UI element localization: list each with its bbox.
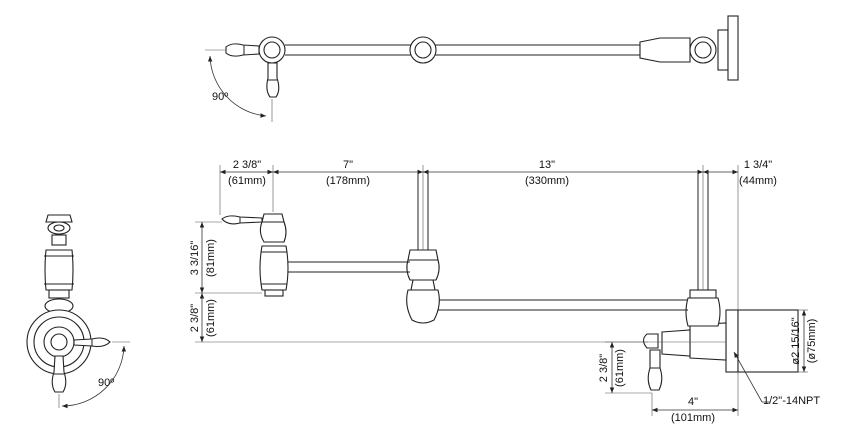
- dim-h-in: 4": [688, 396, 698, 408]
- dim-i-in: ø2 15/16": [790, 317, 802, 364]
- top-view: 90º: [205, 15, 739, 122]
- side-angle-label: 90º: [98, 377, 114, 389]
- top-angle-label: 90º: [212, 91, 228, 103]
- dim-e-mm: (81mm): [205, 239, 217, 277]
- dim-g-in: 2 3/8": [598, 354, 610, 382]
- dim-c-in: 13": [539, 159, 555, 171]
- top-joint-left: [258, 36, 286, 64]
- dim-h-mm: (101mm): [671, 412, 715, 424]
- front-elevation: 2 3/8" (61mm) 7" (178mm) 13" (330mm) 1 3…: [189, 159, 820, 424]
- dim-g-mm: (61mm): [614, 349, 626, 387]
- dim-d-in: 1 3/4": [744, 159, 772, 171]
- dim-a-mm: (61mm): [228, 175, 266, 187]
- side-elevation: 90º: [26, 214, 130, 409]
- top-joint-right: [689, 36, 717, 64]
- dim-e-in: 3 3/16": [189, 241, 201, 276]
- dim-b-mm: (178mm): [326, 175, 370, 187]
- top-lever-rotated: [266, 62, 280, 98]
- dim-a-in: 2 3/8": [233, 159, 261, 171]
- top-lever-horizontal: [225, 43, 260, 57]
- top-joint-middle: [409, 36, 437, 64]
- dim-f-in: 2 3/8": [189, 304, 201, 332]
- dim-i-mm: (ø75mm): [806, 319, 818, 364]
- dim-f-mm: (61mm): [205, 299, 217, 337]
- dim-b-in: 7": [343, 159, 353, 171]
- dim-c-mm: (330mm): [525, 175, 569, 187]
- dim-d-mm: (44mm): [739, 175, 777, 187]
- thread-label: 1/2"-14NPT: [763, 395, 820, 407]
